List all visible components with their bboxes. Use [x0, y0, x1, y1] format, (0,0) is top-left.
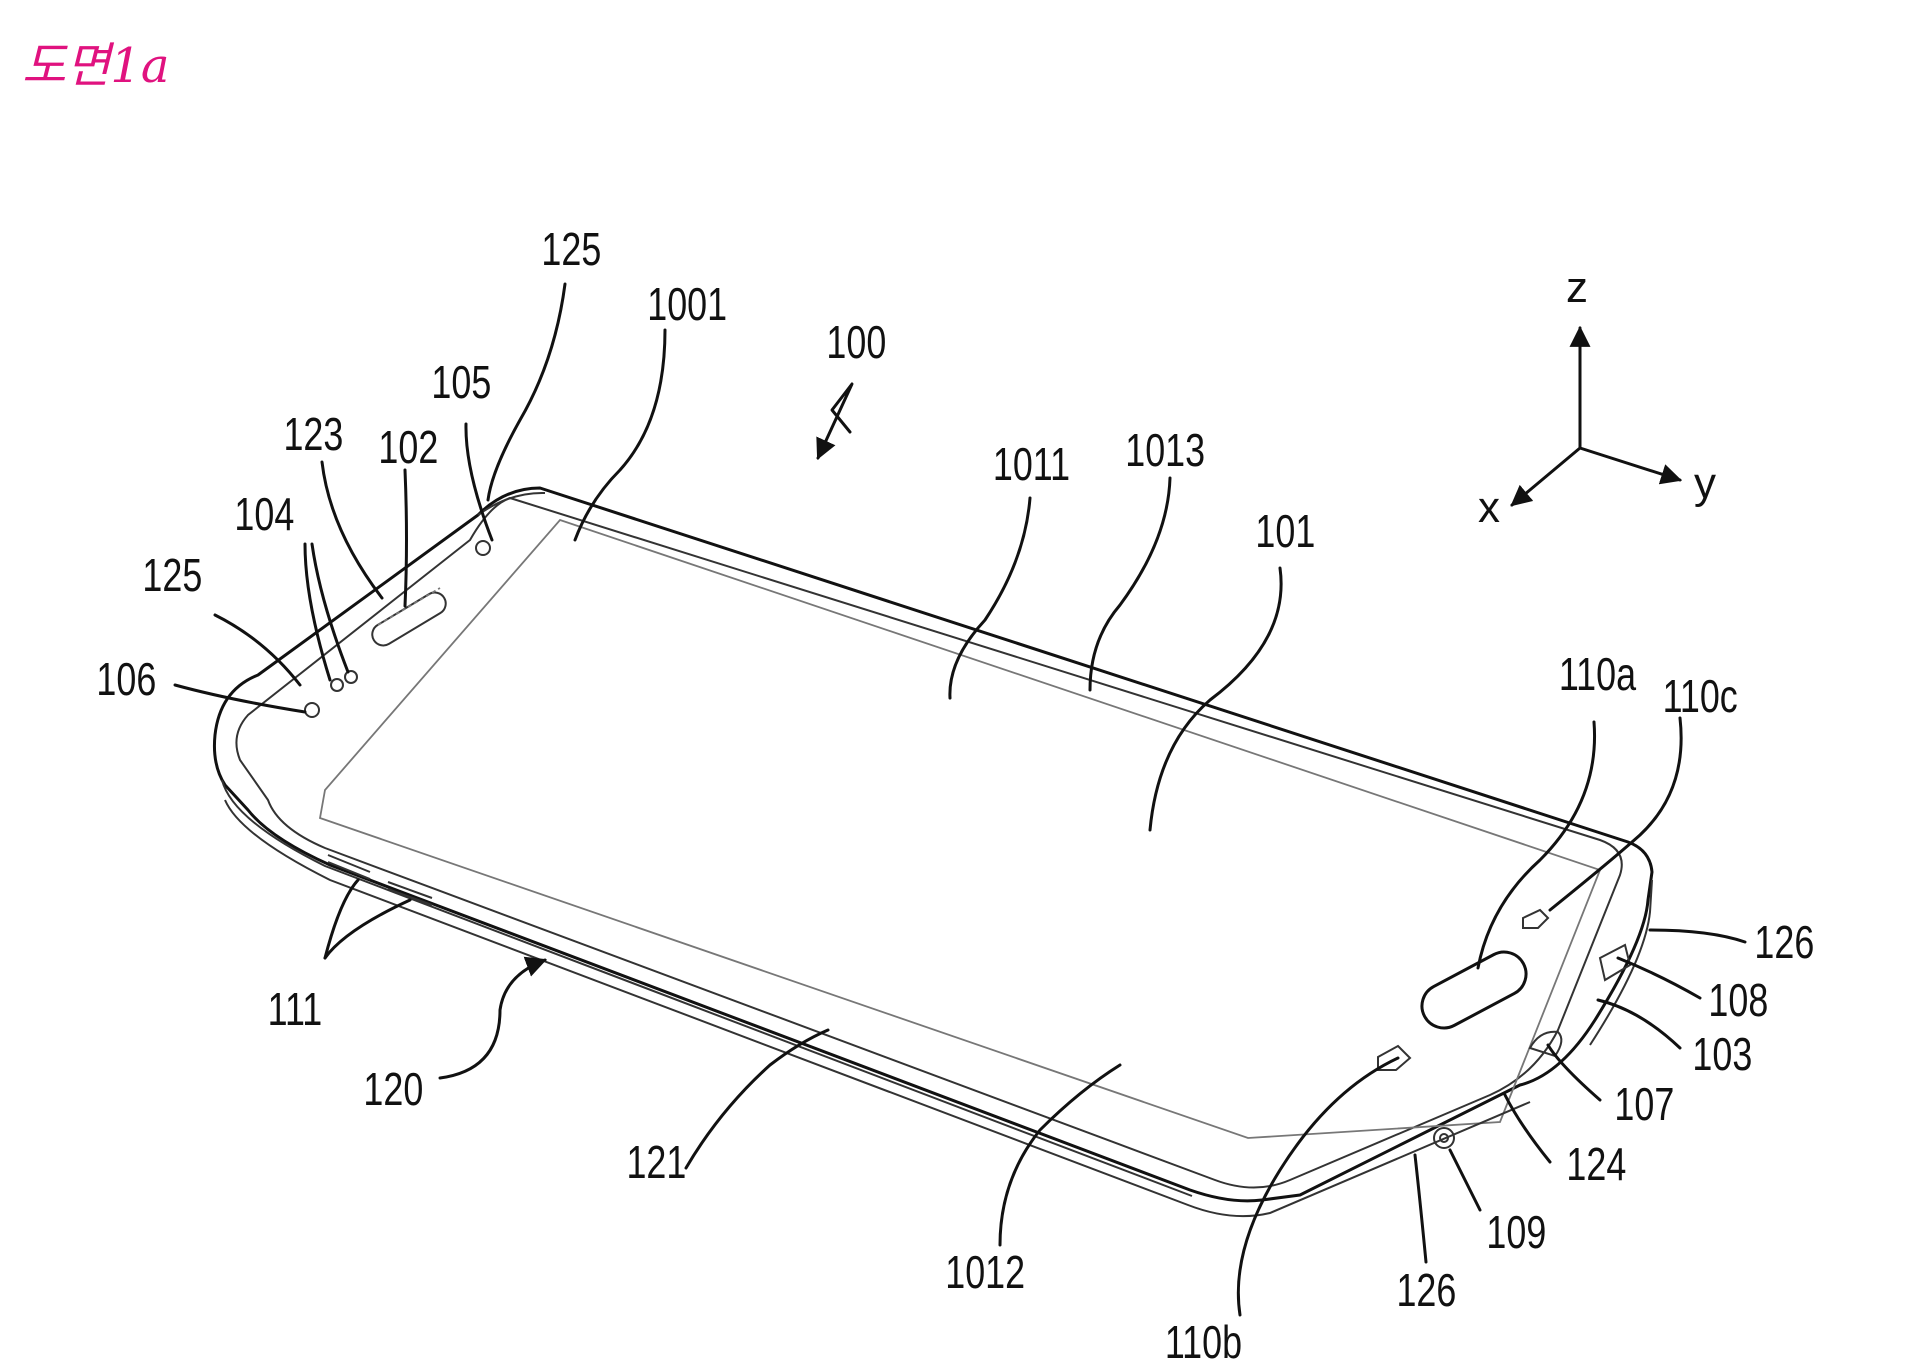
ref-110c: 110c: [1663, 671, 1738, 722]
ref-123: 123: [283, 409, 343, 460]
ref-110b: 110b: [1165, 1317, 1242, 1368]
ref-124: 124: [1566, 1139, 1626, 1190]
side-ports: [1433, 943, 1632, 1149]
ref-120: 120: [363, 1064, 423, 1115]
ref-125-left: 125: [142, 550, 202, 601]
earpiece-speaker: [371, 587, 447, 647]
ref-1012: 1012: [945, 1247, 1025, 1298]
axis-label-y: y: [1694, 459, 1716, 508]
ref-107: 107: [1614, 1079, 1674, 1130]
device-body: [213, 486, 1654, 1218]
volume-keys: [327, 854, 433, 906]
ref-121: 121: [626, 1137, 686, 1188]
axis-label-x: x: [1478, 483, 1500, 532]
ref-1001: 1001: [647, 279, 727, 330]
ref-106: 106: [96, 654, 156, 705]
sensor-dot-105: [475, 540, 491, 556]
ref-1011: 1011: [993, 439, 1070, 490]
ref-103: 103: [1692, 1029, 1752, 1080]
home-button: [1420, 950, 1528, 1030]
ref-109: 109: [1486, 1207, 1546, 1258]
ref-126-bottom: 126: [1396, 1265, 1456, 1316]
ref-101: 101: [1255, 506, 1315, 557]
sensor-dot-104: [344, 670, 358, 684]
ref-102: 102: [378, 422, 438, 473]
axis-label-z: z: [1566, 263, 1588, 312]
menu-key-icon: [1522, 908, 1550, 929]
ref-111: 111: [268, 984, 323, 1035]
figure-title: 도면1a: [22, 38, 170, 94]
ref-105: 105: [431, 357, 491, 408]
ref-108: 108: [1708, 975, 1768, 1026]
coordinate-axes: z y x: [1478, 263, 1716, 532]
ref-126-right: 126: [1754, 917, 1814, 968]
sensor-dot-125: [330, 678, 344, 692]
leader-lines: [173, 282, 1747, 1317]
reference-numerals: 125 1001 100 105 123 102 104 125 106 101…: [96, 224, 1814, 1368]
ref-1013: 1013: [1125, 425, 1205, 476]
ref-104: 104: [234, 489, 294, 540]
ref-110a: 110a: [1559, 649, 1636, 700]
sensor-dot-106: [304, 702, 320, 718]
ref-100: 100: [826, 317, 886, 368]
ref-125-top: 125: [541, 224, 601, 275]
